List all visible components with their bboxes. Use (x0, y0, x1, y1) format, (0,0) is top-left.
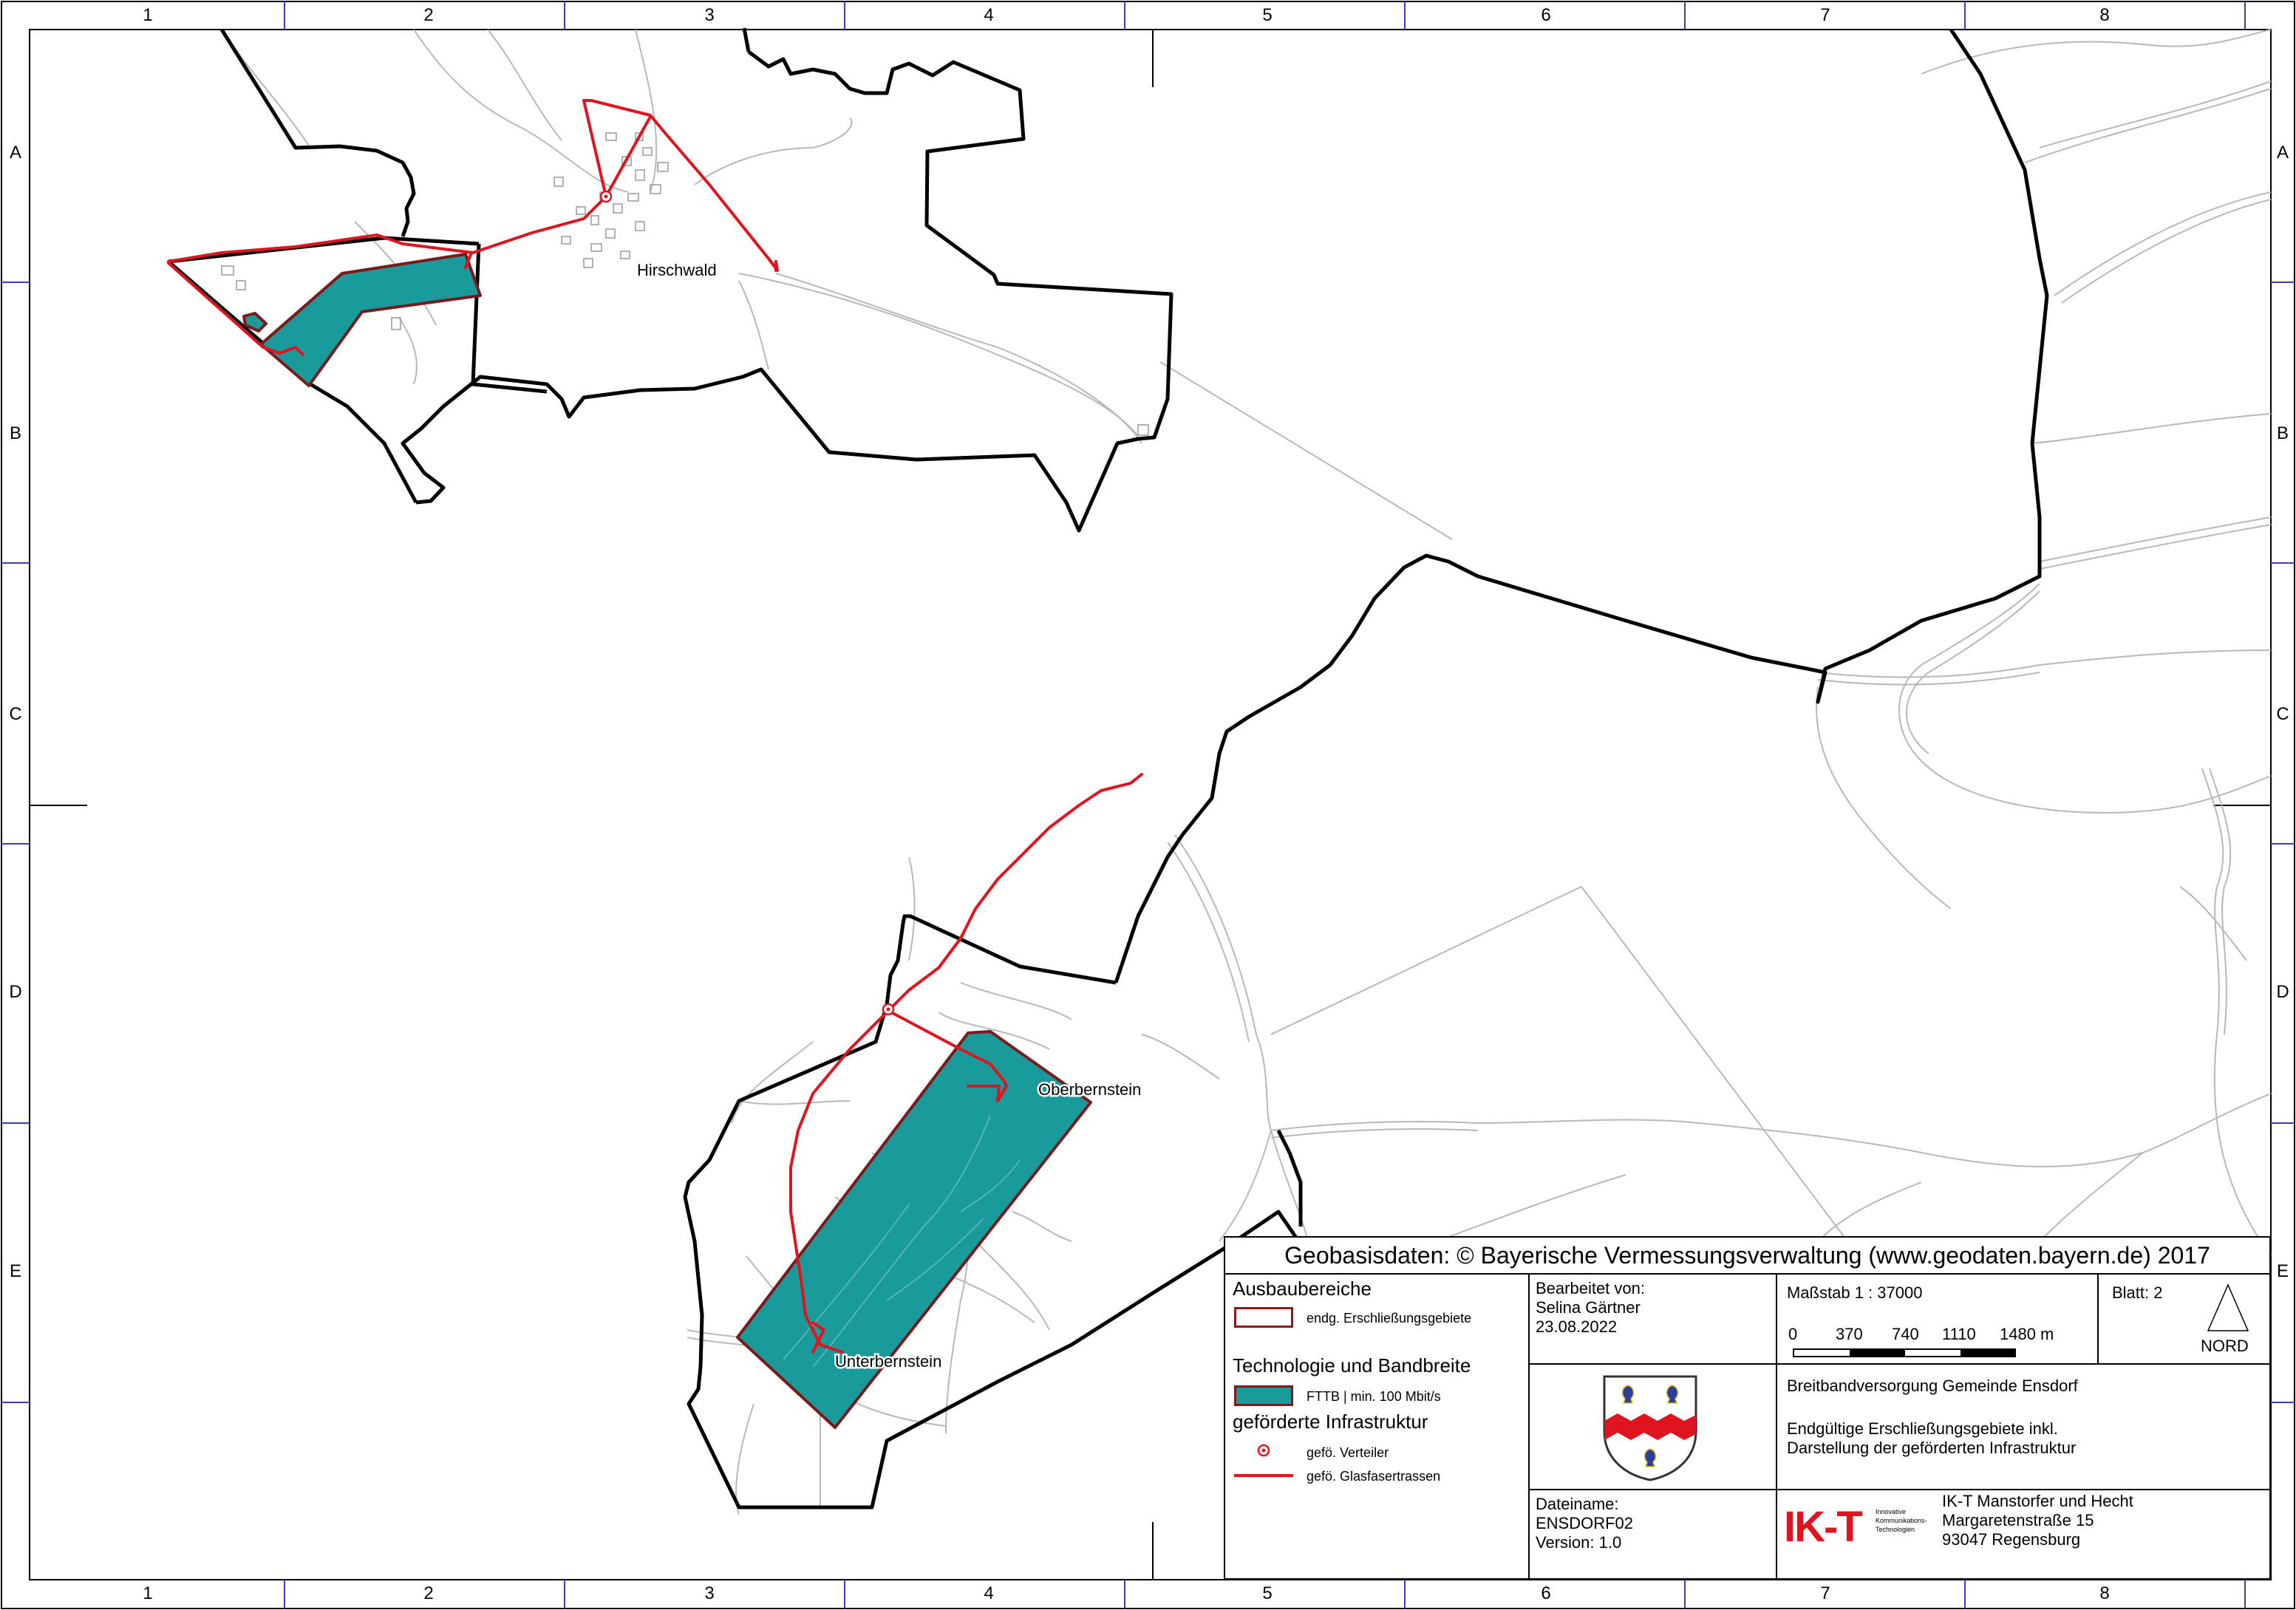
row-label-left: D (9, 982, 21, 1002)
col-label-bottom: 6 (1541, 1583, 1550, 1603)
place-label-hirschwald: Hirschwald (637, 261, 717, 279)
col-label-top: 4 (984, 5, 993, 25)
scale-label: Maßstab 1 : 37000 (1787, 1283, 1923, 1302)
row-label-right: E (2277, 1261, 2289, 1281)
legend-title-areas: Ausbaubereiche (1233, 1278, 1372, 1300)
area-contours (783, 1115, 1021, 1368)
col-label-top: 5 (1262, 5, 1272, 25)
col-label-bottom: 1 (143, 1583, 152, 1603)
grid-labels: 1 2 3 4 5 6 7 8 1 2 3 4 5 6 7 8 A B C D … (9, 5, 2289, 1603)
editor-name: Selina Gärtner (1536, 1298, 1641, 1317)
scale-tick-1110: 1110 (1942, 1325, 1976, 1343)
row-label-right: D (2276, 982, 2289, 1002)
col-label-top: 2 (423, 5, 433, 25)
legend-label-fttb: FTTB | min. 100 Mbit/s (1307, 1389, 1441, 1404)
project-title: Breitbandversorgung Gemeinde Ensdorf (1787, 1377, 2078, 1395)
file-version: Version: 1.0 (1536, 1533, 1622, 1552)
col-label-top: 6 (1541, 5, 1550, 25)
area-hirschwald (259, 253, 482, 387)
north-arrow-icon (2207, 1283, 2249, 1331)
company-name: IK-T Manstorfer und Hecht (1942, 1492, 2133, 1510)
place-label-unterbernstein: Unterbernstein (835, 1352, 941, 1371)
col-label-top: 3 (704, 5, 714, 25)
col-label-top: 8 (2099, 5, 2109, 25)
row-label-left: E (10, 1261, 21, 1281)
scale-bar (1793, 1348, 2016, 1357)
legend-label-fiber: gefö. Glasfasertrassen (1307, 1469, 1441, 1484)
area-bernstein (736, 1030, 1092, 1429)
file-label: Dateiname: (1536, 1495, 1619, 1513)
row-label-right: A (2277, 143, 2289, 163)
company-city: 93047 Regensburg (1942, 1530, 2081, 1549)
divider (1528, 1489, 2271, 1490)
divider (1528, 1273, 1530, 1580)
coat-of-arms-icon (1603, 1375, 1697, 1481)
row-label-right: C (2276, 704, 2289, 724)
legend-swatch-area (1234, 1307, 1293, 1328)
divider (1528, 1363, 2271, 1365)
place-label-oberbernstein: Oberbernstein (1038, 1080, 1141, 1099)
col-label-bottom: 2 (423, 1583, 433, 1603)
col-label-bottom: 5 (1262, 1583, 1272, 1603)
file-name: ENSDORF02 (1536, 1514, 1634, 1532)
col-label-top: 7 (1820, 5, 1830, 25)
divider (1776, 1273, 1777, 1580)
project-description-1: Endgültige Erschließungsgebiete inkl. (1787, 1419, 2058, 1438)
col-label-bottom: 4 (984, 1583, 993, 1603)
col-label-top: 1 (143, 5, 152, 25)
area-hirschwald-small (242, 312, 268, 332)
legend-swatch-fttb (1234, 1385, 1293, 1406)
company-logo-sub2: Kommunikations- (1876, 1517, 1927, 1524)
legend-distributor-icon (1257, 1444, 1270, 1457)
scale-tick-0: 0 (1788, 1325, 1798, 1343)
divider (2097, 1273, 2099, 1363)
col-label-bottom: 7 (1820, 1583, 1830, 1603)
center-marks (30, 30, 2271, 1580)
company-street: Margaretenstraße 15 (1942, 1511, 2094, 1529)
company-logo: IK-T (1784, 1503, 1863, 1551)
scale-tick-1480: 1480 m (2000, 1325, 2054, 1343)
legend-label-area: endg. Erschließungsgebiete (1307, 1311, 1472, 1326)
north-label: NORD (2201, 1337, 2249, 1355)
col-label-bottom: 8 (2099, 1583, 2109, 1603)
legend-fiber-line (1234, 1474, 1293, 1477)
divider (1225, 1273, 2269, 1275)
distribution-points (599, 190, 895, 1016)
row-label-left: C (9, 704, 21, 724)
sheet-number: Blatt: 2 (2112, 1283, 2163, 1302)
fiber-routes (167, 99, 1143, 1354)
company-logo-sub3: Technologien (1876, 1526, 1915, 1533)
copyright-header: Geobasisdaten: © Bayerische Vermessungsv… (1284, 1242, 2210, 1269)
title-block: Geobasisdaten: © Bayerische Vermessungsv… (1224, 1236, 2271, 1580)
scale-tick-740: 740 (1892, 1325, 1919, 1343)
scale-tick-370: 370 (1836, 1325, 1863, 1343)
editor-label: Bearbeitet von: (1536, 1279, 1645, 1297)
row-label-left: A (10, 143, 21, 163)
legend-label-distributor: gefö. Verteiler (1307, 1445, 1389, 1460)
row-label-right: B (2277, 423, 2289, 443)
editor-date: 23.08.2022 (1536, 1317, 1618, 1336)
company-logo-sub1: Innovative (1876, 1508, 1907, 1515)
legend-title-technology: Technologie und Bandbreite (1233, 1354, 1471, 1377)
row-label-left: B (10, 423, 21, 443)
project-description-2: Darstellung der geförderten Infrastruktu… (1787, 1439, 2077, 1457)
col-label-bottom: 3 (704, 1583, 714, 1603)
legend-title-infrastructure: geförderte Infrastruktur (1233, 1411, 1428, 1433)
development-areas (242, 253, 1092, 1429)
